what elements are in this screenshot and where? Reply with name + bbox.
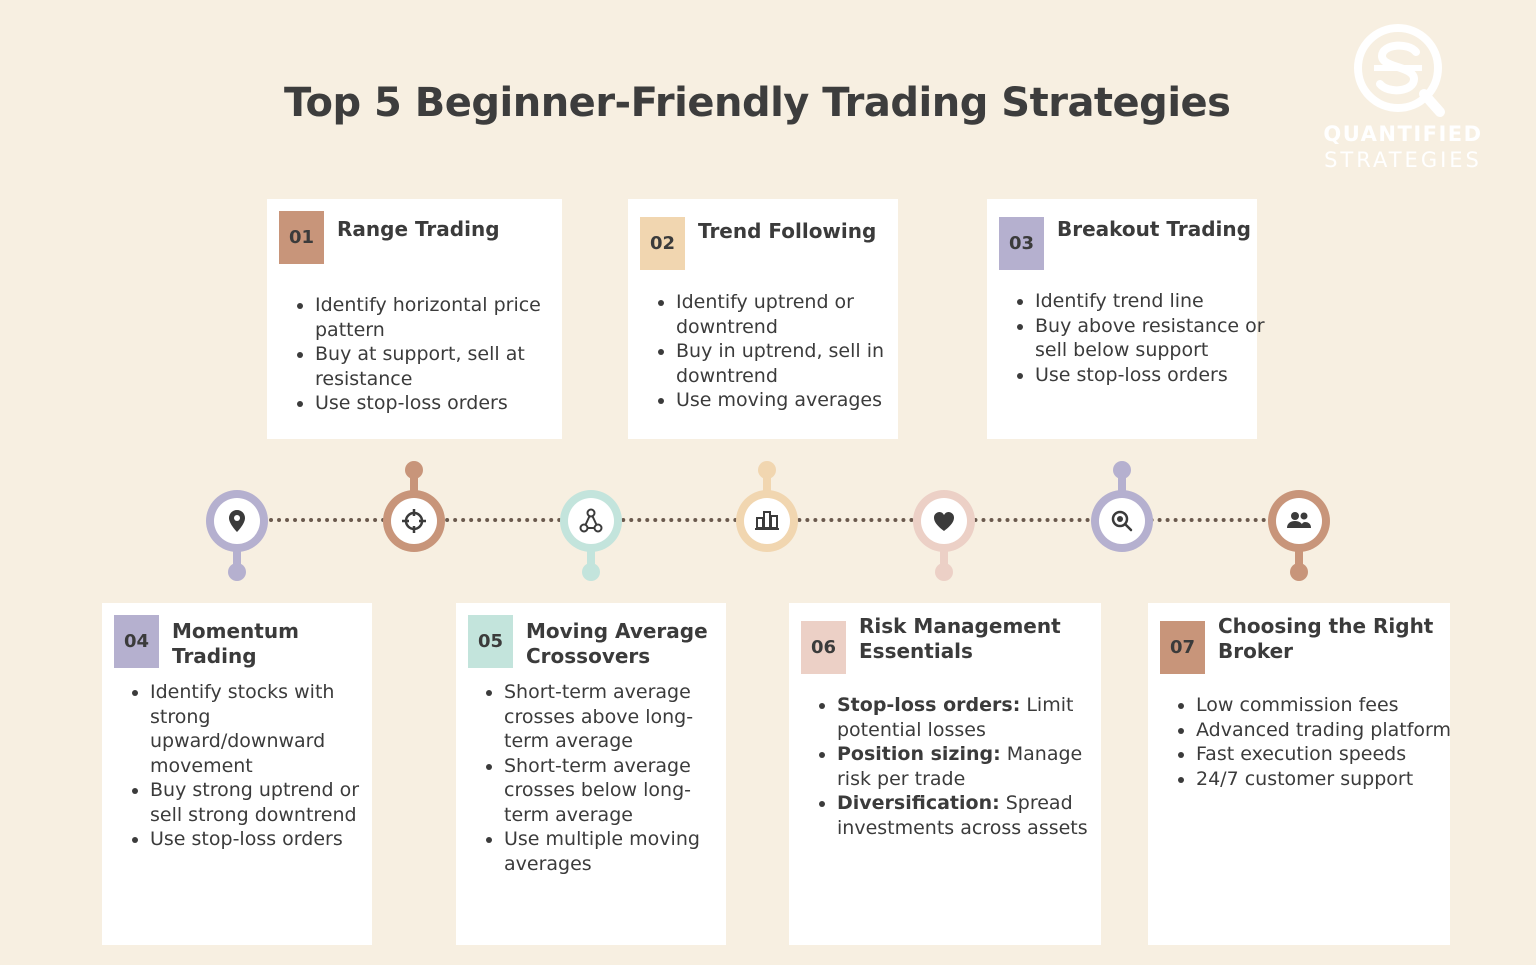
card-range-trading: 01 Range Trading Identify horizontal pri…: [267, 199, 562, 439]
card-risk-management-essentials: 06 Risk Management Essentials Stop-loss …: [789, 603, 1101, 945]
card-moving-average-crossovers: 05 Moving Average Crossovers Short-term …: [456, 603, 726, 945]
card-title: Breakout Trading: [1057, 217, 1251, 241]
card-title: Choosing the Right Broker: [1218, 614, 1434, 663]
timeline-node-4: [731, 456, 803, 556]
list-item: Short-term average crosses above long-te…: [504, 680, 734, 754]
card-breakout-trading: 03 Breakout Trading Identify trend line …: [987, 199, 1265, 439]
card-title: Range Trading: [337, 217, 500, 241]
card-number-badge: 01: [279, 211, 324, 264]
card-title: Moving Average Crossovers: [526, 619, 708, 668]
page-title: Top 5 Beginner-Friendly Trading Strategi…: [284, 80, 1231, 126]
logo-mark-icon: [1354, 24, 1445, 117]
list-item: Low commission fees: [1196, 693, 1458, 718]
timeline-node-6: [1086, 456, 1158, 556]
list-item: Buy strong uptrend or sell strong downtr…: [150, 778, 380, 827]
timeline-node-7: [1263, 485, 1335, 585]
list-item: Stop-loss orders: Limit potential losses: [837, 693, 1099, 742]
card-bullet-list: Low commission fees Advanced trading pla…: [1174, 693, 1458, 791]
card-bullet-list: Identify horizontal price pattern Buy at…: [293, 293, 570, 416]
list-item-text: Spread investments across assets: [837, 792, 1088, 839]
list-item: Buy above resistance or sell below suppo…: [1035, 314, 1275, 363]
card-number-badge: 07: [1160, 621, 1205, 674]
card-number-badge: 06: [801, 621, 846, 674]
list-item: Short-term average crosses below long-te…: [504, 754, 734, 828]
card-choosing-the-right-broker: 07 Choosing the Right Broker Low commiss…: [1148, 603, 1451, 945]
map-pin-icon: [229, 510, 245, 532]
logo-line-2: STRATEGIES: [1324, 148, 1482, 172]
card-number-badge: 02: [640, 217, 685, 270]
quantified-strategies-logo: QUANTIFIED STRATEGIES: [1308, 22, 1498, 172]
list-item-term: Stop-loss orders:: [837, 694, 1021, 716]
network-nodes-icon: [579, 508, 603, 533]
list-item-term: Diversification:: [837, 792, 1000, 814]
timeline-node-5: [908, 485, 980, 585]
list-item: Identify uptrend or downtrend: [676, 290, 916, 339]
card-title: Momentum Trading: [172, 619, 299, 668]
list-item: Buy at support, sell at resistance: [315, 342, 570, 391]
card-bullet-list: Identify trend line Buy above resistance…: [1013, 289, 1275, 387]
card-bullet-list: Short-term average crosses above long-te…: [482, 680, 734, 876]
card-number-badge: 03: [999, 217, 1044, 270]
list-item: Use moving averages: [676, 388, 916, 413]
crosshair-icon: [402, 509, 426, 533]
card-number-badge: 04: [114, 615, 159, 668]
card-title: Risk Management Essentials: [859, 614, 1061, 663]
magnifier-icon: [1111, 510, 1133, 532]
list-item: Identify stocks with strong upward/downw…: [150, 680, 380, 778]
timeline-node-1: [201, 485, 273, 585]
list-item: Position sizing: Manage risk per trade: [837, 742, 1099, 791]
logo-line-1: QUANTIFIED: [1323, 122, 1483, 146]
card-trend-following: 02 Trend Following Identify uptrend or d…: [628, 199, 898, 439]
timeline-node-2: [378, 456, 450, 556]
card-bullet-list: Stop-loss orders: Limit potential losses…: [815, 693, 1099, 840]
card-title: Trend Following: [698, 219, 877, 243]
list-item: Identify trend line: [1035, 289, 1275, 314]
timeline-node-3: [555, 485, 627, 585]
list-item: Diversification: Spread investments acro…: [837, 791, 1099, 840]
card-bullet-list: Identify stocks with strong upward/downw…: [128, 680, 380, 852]
list-item-text: Manage risk per trade: [837, 743, 1083, 790]
card-momentum-trading: 04 Momentum Trading Identify stocks with…: [102, 603, 372, 945]
list-item: Use stop-loss orders: [315, 391, 570, 416]
list-item-term: Position sizing:: [837, 743, 1001, 765]
list-item-text: Limit potential losses: [837, 694, 1074, 741]
list-item: Use multiple moving averages: [504, 827, 734, 876]
list-item: Use stop-loss orders: [1035, 363, 1275, 388]
heart-icon: [934, 512, 954, 531]
list-item: Identify horizontal price pattern: [315, 293, 570, 342]
list-item: 24/7 customer support: [1196, 767, 1458, 792]
list-item: Fast execution speeds: [1196, 742, 1458, 767]
bar-chart-icon: [755, 511, 779, 530]
card-bullet-list: Identify uptrend or downtrend Buy in upt…: [654, 290, 916, 413]
list-item: Use stop-loss orders: [150, 827, 380, 852]
card-number-badge: 05: [468, 615, 513, 668]
users-icon: [1287, 512, 1311, 528]
list-item: Buy in uptrend, sell in downtrend: [676, 339, 916, 388]
list-item: Advanced trading platform: [1196, 718, 1458, 743]
